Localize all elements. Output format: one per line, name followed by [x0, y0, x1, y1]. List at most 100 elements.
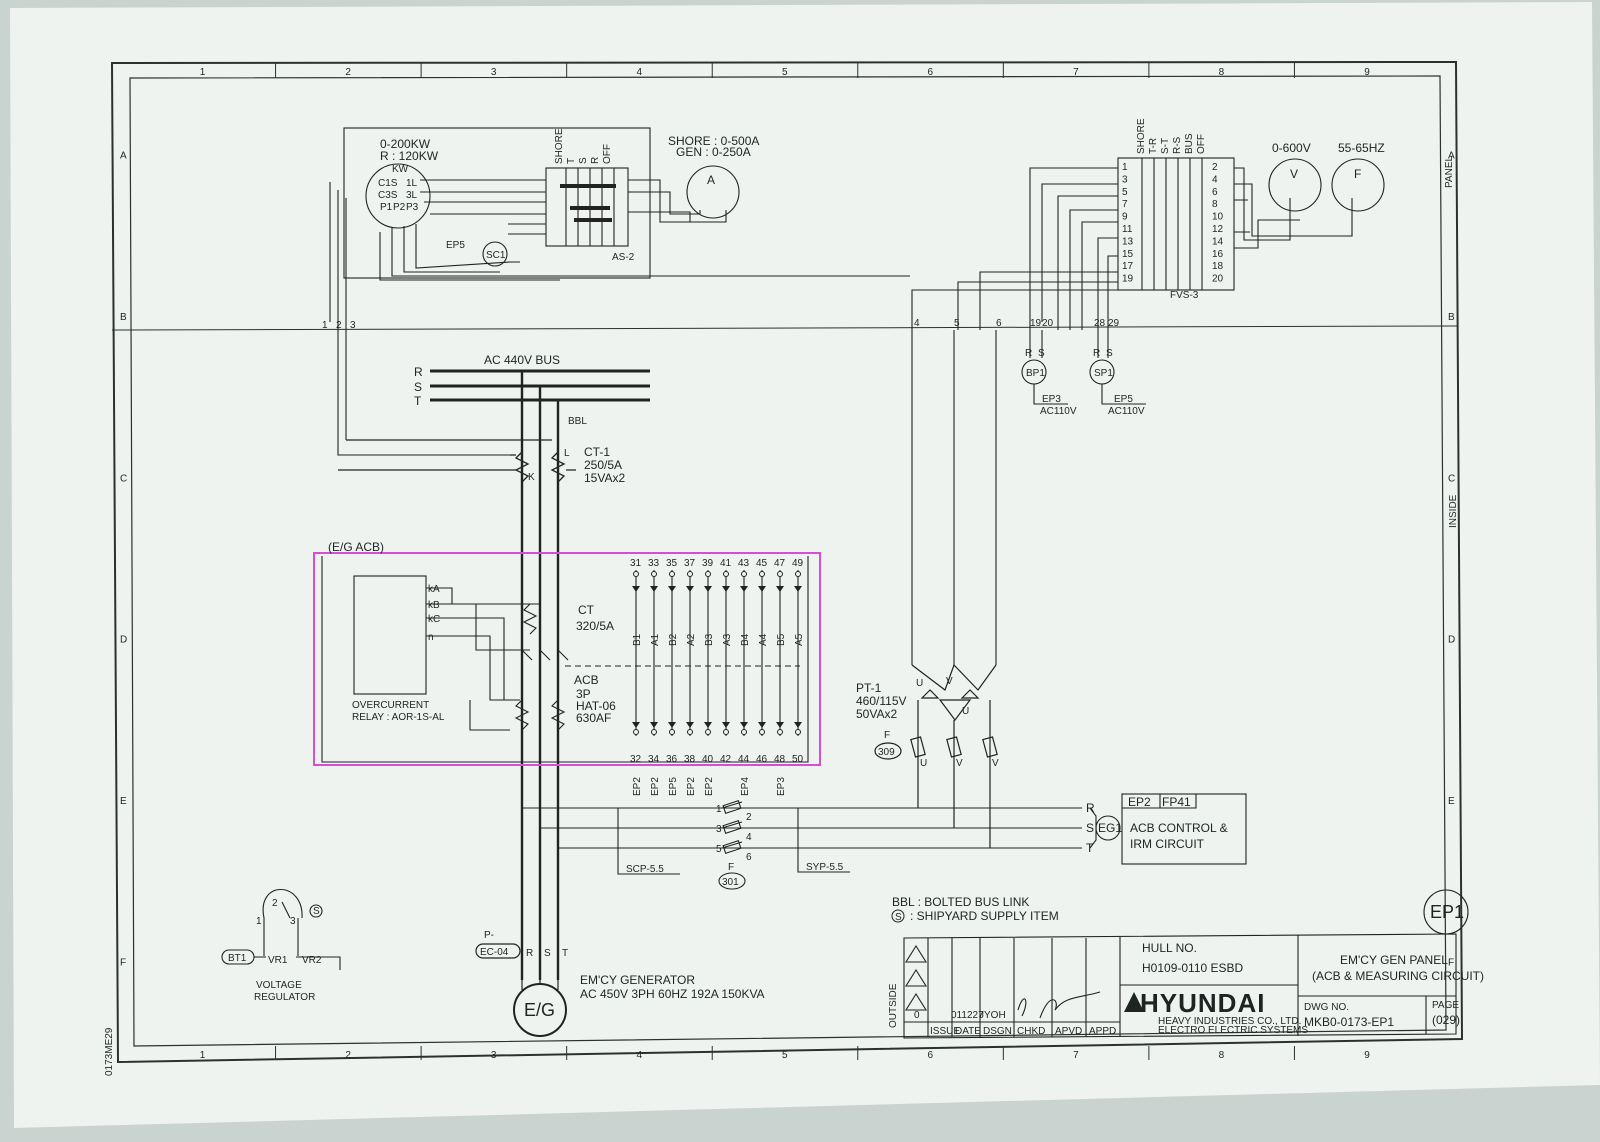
fvs3-header-label: S-T — [1160, 138, 1171, 154]
acb-bottom-terminal: 46 — [756, 754, 768, 765]
wire-number: 6 — [996, 318, 1002, 329]
as2-header-label: S — [578, 157, 589, 164]
kw-label: KW — [392, 164, 409, 175]
acb-terminal-dot — [687, 729, 693, 735]
legend-s-text: : SHIPYARD SUPPLY ITEM — [910, 909, 1059, 923]
vr-shipyard-mark: S — [313, 906, 320, 917]
kw-rating: R : 120KW — [380, 149, 439, 163]
bbl-label: BBL — [568, 416, 587, 427]
company-logo-mark — [1124, 992, 1144, 1012]
acb-destination: EP2 — [632, 777, 643, 796]
acb-terminal-dot — [651, 571, 657, 577]
zone-col-top: 1 — [200, 67, 206, 78]
acb-terminal-dot — [759, 571, 765, 577]
acb-highlight-box — [313, 552, 821, 766]
acb-terminal-dot — [777, 571, 783, 577]
zone-row-left: E — [120, 796, 127, 807]
zone-row-right: B — [1448, 312, 1455, 323]
as2-header-label: OFF — [602, 144, 613, 164]
kw-terminal: C3S — [378, 190, 398, 201]
pt1-fuse-v: V — [956, 758, 963, 769]
fvs3-terminal-left: 13 — [1122, 236, 1134, 247]
ammeter-gen: GEN : 0-250A — [676, 145, 751, 159]
acb-title: (E/G ACB) — [328, 540, 384, 554]
margin-code: 0173ME29 — [104, 1027, 115, 1076]
acb-bottom-terminal: 48 — [774, 754, 786, 765]
vr1-label: VR1 — [268, 955, 288, 966]
ct1-symbol — [338, 439, 576, 483]
volt-range: 0-600V — [1272, 141, 1311, 155]
ct1-ratio: 250/5A — [584, 458, 622, 472]
zone-row-left: B — [120, 312, 127, 323]
pt1-fuse-v2: V — [992, 758, 999, 769]
pt1-fuse-ref: 309 — [878, 747, 895, 758]
as2-header-label: R — [590, 157, 601, 164]
pt1-symbol — [874, 663, 998, 848]
kw-terminal: 1L — [406, 178, 418, 189]
zone-col-top: 7 — [1073, 67, 1079, 78]
acb-terminal-dot — [741, 571, 747, 577]
fvs3-terminal-right: 12 — [1212, 224, 1224, 235]
acb-contact-label: A2 — [686, 633, 697, 646]
ammeter-range: SHORE : 0-500A — [668, 134, 759, 148]
syp-label: SYP-5.5 — [806, 862, 844, 873]
hull-label: HULL NO. — [1142, 941, 1197, 955]
panel-side-label: PANEL — [1444, 156, 1455, 188]
freq-range: 55-65HZ — [1338, 141, 1385, 155]
ct1-name: CT-1 — [584, 445, 610, 459]
zone-col-top: 2 — [345, 67, 351, 78]
fvs3-terminal-right: 16 — [1212, 249, 1224, 260]
relay-term: n — [428, 632, 434, 643]
fvs3-terminal-left: 9 — [1122, 212, 1128, 223]
acb-terminal-dot — [723, 571, 729, 577]
zone-col-bottom: 8 — [1219, 1050, 1225, 1061]
fvs3-terminal-left: 19 — [1122, 274, 1134, 285]
fvs3-terminal-right: 8 — [1212, 199, 1218, 210]
relay-term: kA — [428, 584, 440, 595]
title-line2: (ACB & MEASURING CIRCUIT) — [1312, 969, 1484, 983]
company-sub2: ELECTRO ELECTRIC SYSTEMS — [1158, 1025, 1308, 1036]
dwg-no: MKB0-0173-EP1 — [1304, 1015, 1394, 1029]
acb-contact-label: A4 — [758, 633, 769, 646]
dwg-label: DWG NO. — [1304, 1002, 1349, 1013]
acb-bottom-terminal: 40 — [702, 754, 714, 765]
ep5-label: EP5 — [446, 240, 465, 251]
scp-label: SCP-5.5 — [626, 864, 664, 875]
acb-terminal-dot — [741, 729, 747, 735]
rev-cell: 0 — [914, 1010, 920, 1021]
sp1-term: S — [1106, 348, 1113, 359]
bus-phase-t: T — [414, 394, 422, 408]
fvs3-terminal-left: 11 — [1122, 224, 1133, 235]
gen-title: EM'CY GENERATOR — [580, 973, 695, 987]
fuse-pin: 4 — [746, 832, 752, 843]
fvs3-terminal-left: 1 — [1122, 162, 1128, 173]
fvs3-terminal-left: 3 — [1122, 174, 1128, 185]
sheet-tag: EP1 — [1430, 902, 1464, 922]
vr-pin: 2 — [272, 898, 278, 909]
zone-row-left: F — [120, 957, 126, 968]
kw-terminal: C1S — [378, 178, 398, 189]
acb-bottom-terminal: 44 — [738, 754, 750, 765]
ctrl-phase-t: T — [1086, 841, 1094, 855]
title-line1: EM'CY GEN PANEL — [1340, 953, 1448, 967]
acb-terminal-dot — [651, 729, 657, 735]
acb-top-terminal: 37 — [684, 558, 696, 569]
fvs3-header-label: BUS — [1184, 133, 1195, 154]
acb-bottom-terminal: 32 — [630, 754, 642, 765]
legend-s-circle — [891, 909, 905, 923]
gen-term: T — [562, 948, 568, 959]
relay-line1: OVERCURRENT — [352, 700, 429, 711]
fvs3-terminal-right: 14 — [1212, 236, 1224, 247]
rev-col-header: DSGN — [983, 1026, 1012, 1037]
relay-term: kB — [428, 600, 440, 611]
rev-col-header: CHKD — [1017, 1026, 1045, 1037]
pt-feeders — [911, 330, 1146, 665]
freq-symbol: F — [1354, 167, 1361, 181]
vr2-label: VR2 — [302, 955, 322, 966]
acb-terminal-dot — [795, 571, 801, 577]
as2-header-label: SHORE — [554, 128, 565, 164]
relay-term: kC — [428, 614, 440, 625]
acb-spec: 630AF — [576, 711, 611, 725]
legend-bbl: BBL : BOLTED BUS LINK — [892, 895, 1029, 909]
control-circuit — [522, 793, 1247, 890]
